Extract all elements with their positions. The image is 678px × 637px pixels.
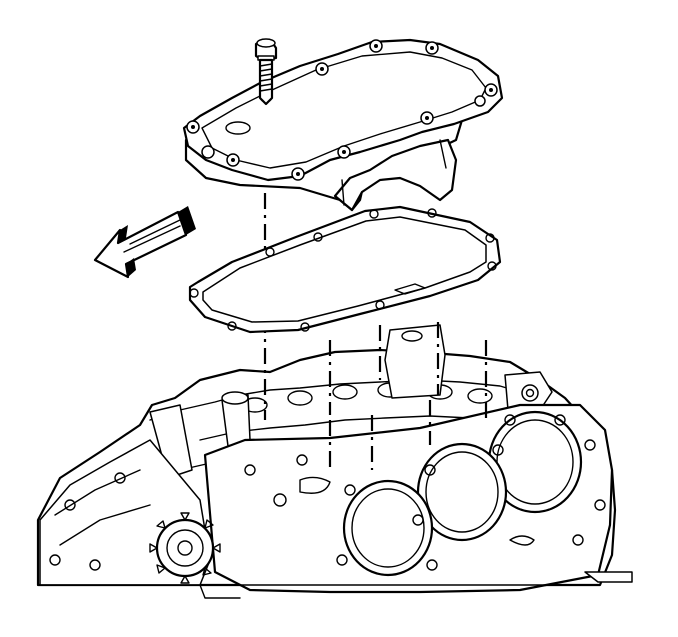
- valley-cover-gasket: [188, 205, 502, 334]
- cylinder-bores: [342, 410, 583, 577]
- valley-cover: [182, 38, 504, 212]
- cover-bolt: [254, 38, 278, 106]
- engine-block: [36, 324, 633, 599]
- direction-arrow: [93, 206, 196, 279]
- crankshaft-sprocket: [149, 512, 221, 584]
